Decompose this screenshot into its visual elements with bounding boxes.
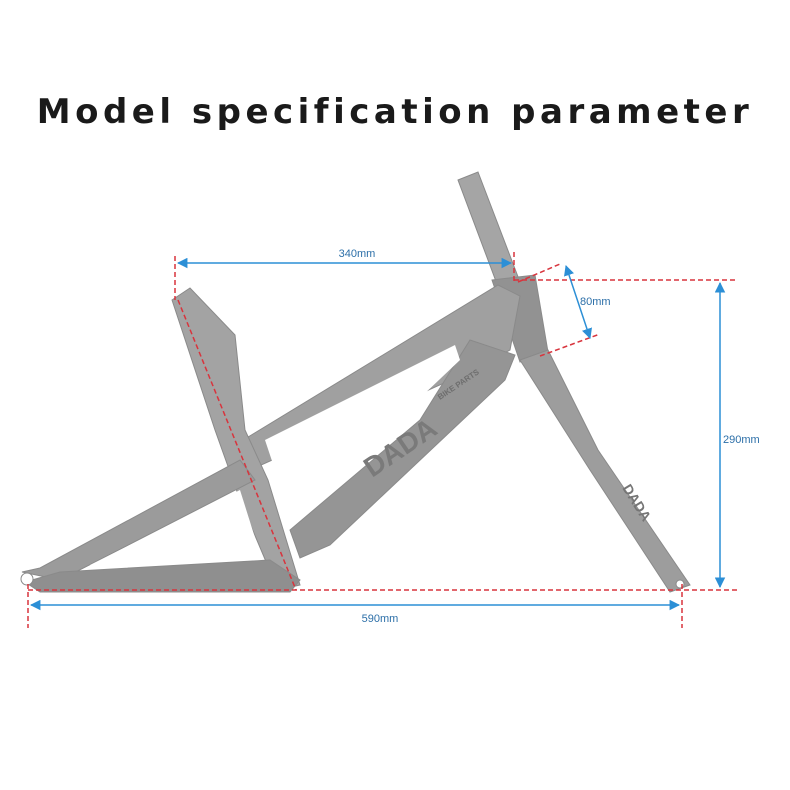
blue-dimensions (29, 257, 726, 611)
guide-head-tube-bottom (539, 333, 601, 357)
guide-seat-tube-angle (177, 299, 297, 591)
label-head-tube: 80mm (580, 296, 611, 308)
fork (519, 349, 691, 593)
page-title: Model specification parameter (36, 92, 754, 132)
fork-dropout (675, 579, 685, 589)
rear-triangle-window (90, 490, 262, 565)
rear-dropout (20, 572, 34, 586)
dim-line-head-tube (564, 265, 592, 339)
red-guides (27, 252, 738, 628)
label-height: 290mm (723, 434, 760, 446)
chain-stay (23, 559, 301, 593)
steerer-tube (457, 171, 521, 293)
front-triangle-window (265, 345, 460, 512)
label-wheelbase: 590mm (362, 613, 399, 625)
label-top-tube: 340mm (339, 248, 376, 260)
down-tube (289, 339, 516, 559)
bike-frame (20, 171, 691, 593)
